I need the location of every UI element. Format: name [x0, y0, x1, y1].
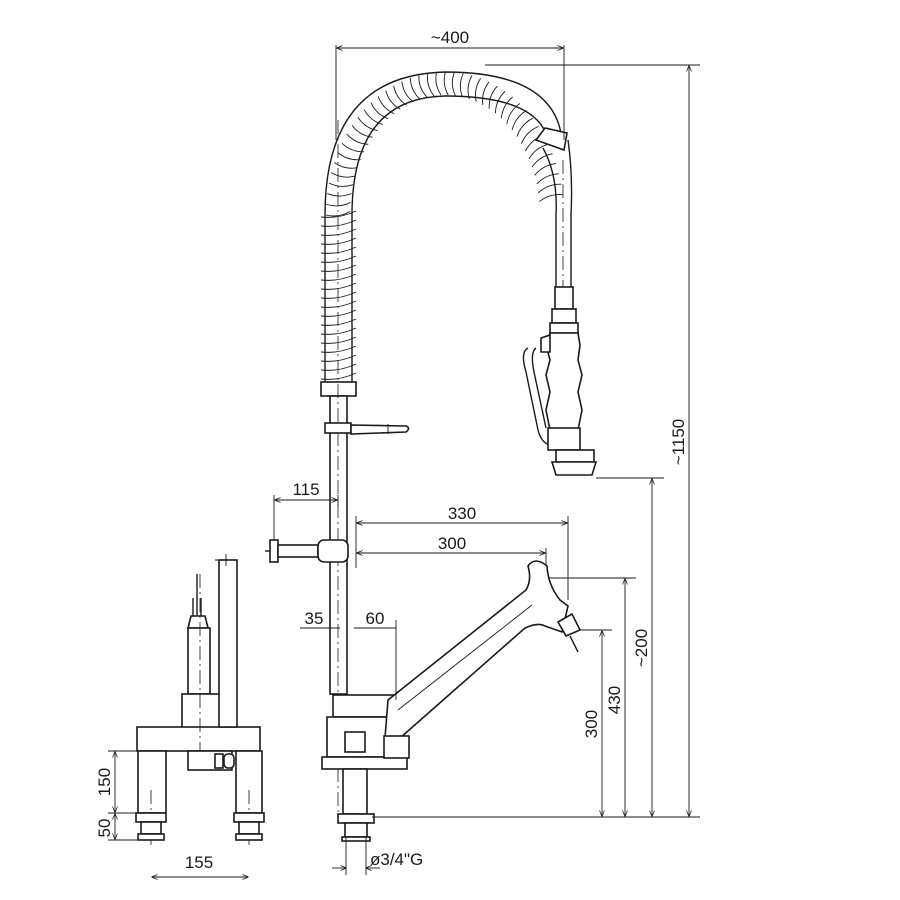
overall-width-label: ~400 — [431, 28, 469, 47]
side-body-height-label: 150 — [95, 768, 114, 796]
inlet-connection-label: ø3/4"G — [370, 850, 423, 869]
spout-reach-outer-label: 330 — [448, 504, 476, 523]
spring-coil — [488, 85, 498, 109]
spring-coil — [320, 282, 357, 290]
spring-coil — [320, 210, 357, 218]
spring-coil — [320, 273, 357, 281]
dimension-body-offsets: 35 60 — [300, 609, 397, 700]
side-centers-label: 155 — [185, 853, 213, 872]
spring-coil — [320, 237, 357, 245]
spring-coil — [320, 255, 357, 263]
spring-coil — [346, 133, 369, 145]
spout-height-outlet-label: 300 — [582, 710, 601, 738]
spring-coil — [467, 75, 473, 100]
spring-coil — [494, 90, 506, 114]
spring-coil — [426, 73, 435, 97]
spring-coil — [351, 125, 373, 138]
spring-coil — [506, 103, 521, 125]
dimension-overall-width: ~400 — [335, 28, 565, 140]
body-offset-right-label: 60 — [366, 609, 385, 628]
side-view — [135, 559, 265, 845]
dimension-inlet: ø3/4"G — [332, 836, 423, 875]
spring-coil — [341, 142, 365, 153]
spring-coil — [320, 246, 357, 254]
wall-bracket-label: 115 — [292, 480, 319, 499]
dimension-spout-reach-inner: 300 — [357, 534, 547, 566]
spring-coil — [320, 327, 357, 335]
spring-coil — [520, 125, 539, 144]
spring-coil — [538, 183, 562, 194]
side-leg-height-label: 50 — [95, 819, 114, 838]
dimension-overall-height: ~1150 — [372, 64, 700, 818]
spring-coil — [377, 96, 395, 115]
spring-coil — [320, 345, 357, 353]
hose-spring — [320, 71, 563, 395]
spring-coil — [393, 85, 407, 106]
body-offset-left-label: 35 — [305, 609, 324, 628]
mixer-body — [321, 694, 408, 842]
spring-coil — [516, 117, 533, 137]
spring-coil — [409, 77, 421, 100]
spring-coil — [327, 193, 352, 197]
spring-coil — [337, 152, 361, 161]
spring-coil — [320, 300, 357, 308]
spray-valve — [522, 286, 598, 476]
spring-coil — [534, 163, 557, 176]
spring-coil — [385, 90, 401, 110]
spring-coil — [320, 309, 357, 317]
spring-coil — [401, 81, 414, 103]
spring-coil — [320, 354, 357, 362]
spring-coil — [320, 219, 357, 227]
spring-coil — [326, 202, 351, 207]
spring-coil — [459, 73, 464, 98]
spring-coil — [536, 173, 560, 185]
dimension-side-centers: 155 — [152, 853, 248, 877]
spring-coil — [320, 291, 357, 299]
spring-coil — [363, 109, 383, 125]
swivel-spout — [383, 560, 582, 759]
spring-coil — [451, 71, 456, 96]
dimension-spout-height-outlet: 300 — [580, 629, 612, 816]
dimension-side-body-height: 150 — [95, 750, 137, 814]
spring-coil — [328, 182, 354, 187]
spring-coil — [320, 318, 357, 326]
spring-coil — [531, 153, 553, 168]
spring-coil — [500, 96, 513, 119]
spring-coil — [320, 336, 357, 344]
spray-head-height-label: ~200 — [632, 629, 651, 667]
spring-coil — [325, 211, 351, 217]
spring-coil — [511, 110, 527, 131]
dimension-spout-reach-outer: 330 — [355, 504, 569, 600]
spring-coil — [357, 117, 378, 132]
spring-coil — [482, 81, 490, 105]
spring-coil — [443, 71, 449, 96]
spring-coil — [528, 143, 549, 160]
dimension-side-leg-height: 50 — [95, 814, 137, 841]
overall-height-label: ~1150 — [669, 419, 688, 465]
spout-reach-inner-label: 300 — [438, 534, 466, 553]
spring-coil — [539, 194, 563, 202]
spring-coil — [320, 264, 357, 272]
spring-coil — [333, 162, 358, 169]
spout-height-top-label: 430 — [605, 686, 624, 714]
spring-coil — [474, 77, 482, 102]
spring-coil — [435, 71, 442, 96]
support-arm — [324, 422, 410, 435]
dimension-wall-bracket: 115 — [273, 480, 339, 540]
spring-coil — [331, 172, 356, 178]
dimension-spray-head-height: ~200 — [596, 477, 664, 816]
spring-coil — [320, 228, 357, 236]
spring-coil — [370, 102, 389, 120]
spring-coil — [320, 363, 357, 371]
dimension-spout-height-top: 430 — [548, 577, 636, 816]
wall-bracket — [265, 539, 349, 563]
spring-coil — [418, 75, 428, 98]
spring-coil — [320, 372, 357, 380]
